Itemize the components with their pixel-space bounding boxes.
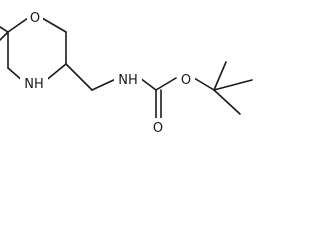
carbonyl-oxygen-label: O <box>153 121 163 136</box>
bond-ch-ch2-side <box>65 63 93 91</box>
ester-oxygen-bg <box>177 70 195 88</box>
carbamate-nitrogen-label: NH <box>118 73 138 88</box>
bond-cme2-o <box>7 17 29 33</box>
bond-o-tbu <box>193 77 215 91</box>
bond-methyl-b <box>0 31 9 42</box>
ring-nitrogen-label: NH <box>24 77 44 92</box>
bond-c-o-ester <box>155 77 177 91</box>
carbamate-nitrogen-bg <box>114 70 142 88</box>
bond-layer <box>0 17 253 119</box>
ring-nitrogen-bg <box>20 74 48 92</box>
bond-ch2-nh-carbamate <box>91 77 119 91</box>
atom-layer: O NH NH O O <box>20 8 195 136</box>
bond-tbu-me-down <box>213 89 241 115</box>
ring-oxygen-bg <box>27 8 43 26</box>
bond-nh-carbonyl-c <box>139 77 157 91</box>
bond-tbu-me-right <box>213 79 253 91</box>
ring-oxygen-label: O <box>30 11 40 26</box>
chemical-structure: O NH NH O O <box>0 8 253 136</box>
bond-methyl-a <box>0 26 9 33</box>
bond-tbu-me-up <box>213 61 227 91</box>
ester-oxygen-label: O <box>181 73 191 88</box>
bond-o-ch2-top <box>41 17 67 33</box>
carbonyl-oxygen-bg <box>150 118 168 136</box>
